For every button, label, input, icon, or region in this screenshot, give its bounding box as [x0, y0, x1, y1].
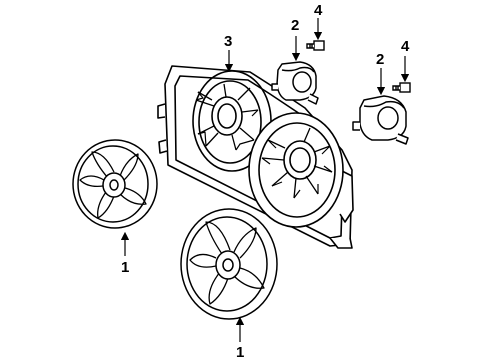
fan-motor-lower [352, 95, 409, 145]
shroud-right-motor-mount-inner [289, 147, 311, 173]
leader-lines [120, 18, 410, 342]
shroud-left-spoke-fins [195, 91, 259, 151]
bolt-lower-head [399, 82, 411, 93]
callout-fan-left: 1 [121, 259, 129, 276]
motor-lower-flange [363, 100, 405, 109]
bolt-upper-thread [309, 44, 313, 48]
callout-motor-lower: 2 [376, 51, 384, 68]
shroud-left-tab-lower [158, 139, 168, 154]
callout-bolt-lower: 4 [401, 38, 410, 55]
shroud-left-motor-mount [211, 96, 243, 136]
fan-bottom-inner-ring [186, 216, 268, 312]
bolt-upper [306, 40, 325, 51]
motor-lower-end-cap [377, 106, 399, 130]
callout-fan-bottom: 1 [236, 344, 244, 360]
motor-upper-end-cap [292, 71, 312, 93]
motor-lower-shaft [352, 121, 360, 131]
fan-bottom-blades [189, 221, 265, 305]
motor-lower-mount-tab [395, 133, 409, 145]
shroud-left-ring-inner [198, 80, 262, 164]
shroud-right-motor-mount [283, 140, 317, 180]
fan-shroud [157, 65, 354, 249]
motor-upper-flange [281, 66, 315, 73]
callout-motor-upper: 2 [291, 17, 299, 34]
fan-left-inner-ring [77, 145, 149, 223]
shroud-right-spoke-fins [261, 139, 333, 199]
motor-upper-mount-tab [307, 93, 319, 105]
motor-lower-body [359, 95, 407, 141]
shroud-left-motor-mount-inner [217, 103, 237, 129]
fan-left-hub-center [109, 179, 119, 191]
shroud-right-bracket [339, 169, 354, 223]
fan-left-hub [102, 172, 126, 198]
bolt-lower [392, 82, 411, 93]
callout-shroud: 3 [224, 33, 232, 50]
fan-motor-upper [271, 61, 319, 105]
shroud-right-ring-inner [258, 122, 336, 218]
fan-blade-left [72, 139, 158, 229]
shroud-right-spokes [261, 127, 333, 199]
bolt-upper-head [313, 40, 325, 51]
shroud-left-tab [157, 103, 166, 119]
shroud-left-spokes [195, 83, 259, 151]
fan-bottom-hub [215, 250, 241, 280]
motor-upper-shaft [271, 83, 278, 91]
fan-blade-bottom [180, 208, 278, 320]
bolt-lower-thread [395, 86, 399, 90]
fan-bottom-hub-center [222, 258, 234, 272]
callout-labels: 1 1 2 2 3 4 4 [121, 2, 410, 360]
fan-left-blades [79, 151, 147, 219]
shroud-bottom-tab [329, 237, 353, 249]
callout-bolt-upper: 4 [314, 2, 323, 19]
